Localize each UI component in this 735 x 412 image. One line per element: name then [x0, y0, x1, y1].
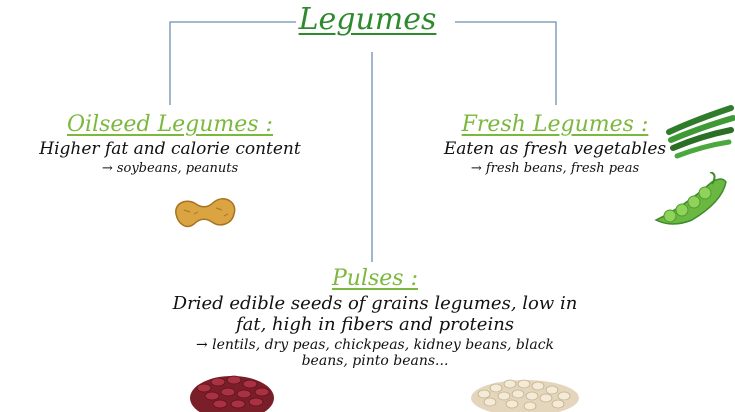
- pulses-description-line1: Dried edible seeds of grains legumes, lo…: [140, 293, 610, 314]
- oilseed-section: Oilseed Legumes : Higher fat and calorie…: [0, 112, 340, 176]
- peanut-image: [170, 192, 240, 232]
- peas-pod-image: [652, 172, 730, 228]
- oilseed-description: Higher fat and calorie content: [0, 139, 340, 159]
- white-beans-image: [470, 370, 580, 412]
- pulses-examples-line1: → lentils, dry peas, chickpeas, kidney b…: [140, 337, 610, 353]
- fresh-section: Fresh Legumes : Eaten as fresh vegetable…: [405, 112, 705, 176]
- oilseed-heading: Oilseed Legumes :: [0, 112, 340, 137]
- pulses-heading: Pulses :: [140, 266, 610, 291]
- fresh-heading: Fresh Legumes :: [405, 112, 705, 137]
- pulses-section: Pulses : Dried edible seeds of grains le…: [140, 266, 610, 369]
- oilseed-examples: → soybeans, peanuts: [0, 161, 340, 176]
- kidney-beans-image: [190, 368, 275, 412]
- pulses-description-line2: fat, high in fibers and proteins: [140, 314, 610, 335]
- green-beans-image: [665, 102, 735, 162]
- fresh-description: Eaten as fresh vegetables: [405, 139, 705, 159]
- pulses-examples-line2: beans, pinto beans...: [140, 353, 610, 369]
- diagram-title: Legumes: [0, 2, 735, 37]
